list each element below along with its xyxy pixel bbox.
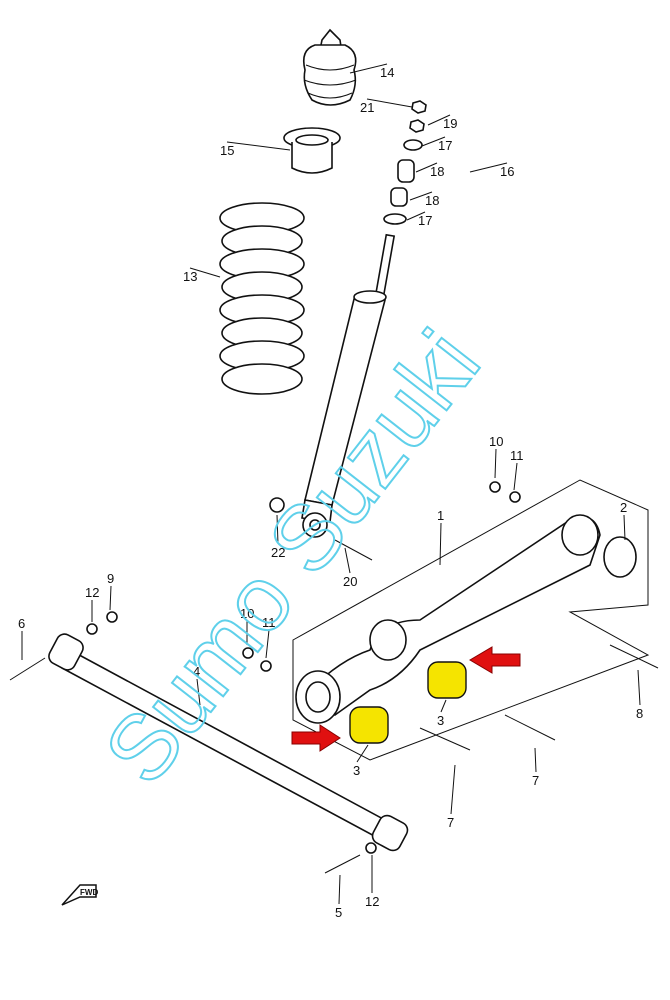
callout-5: 5 [335, 905, 342, 920]
leader-line [189, 267, 221, 278]
callout-15: 15 [220, 143, 234, 158]
callout-18: 18 [425, 193, 439, 208]
callout-11: 11 [510, 448, 524, 463]
leader-line [276, 514, 279, 545]
red-arrow-left [291, 724, 341, 752]
leader-line [196, 678, 201, 706]
callout-17: 17 [438, 138, 452, 153]
lateral-rod [48, 633, 409, 852]
fwd-label: FWD [80, 888, 98, 897]
callout-3: 3 [353, 763, 360, 778]
callout-12: 12 [365, 894, 379, 909]
callout-20: 20 [343, 574, 357, 589]
callout-9: 9 [107, 571, 114, 586]
leader-line [356, 744, 369, 763]
callout-8: 8 [636, 706, 643, 721]
leader-line [450, 764, 456, 815]
leader-line [109, 585, 112, 611]
callout-18: 18 [430, 164, 444, 179]
leader-line [265, 629, 270, 659]
leader-line [409, 191, 433, 201]
leader-line [406, 211, 426, 221]
callout-14: 14 [380, 65, 394, 80]
leader-line [415, 162, 438, 173]
leader-line [366, 98, 413, 108]
leader-line [469, 162, 508, 173]
leader-line [349, 63, 388, 74]
callout-17: 17 [418, 213, 432, 228]
callout-16: 16 [500, 164, 514, 179]
callout-3: 3 [437, 713, 444, 728]
leader-line [427, 114, 451, 126]
leader-line [440, 699, 447, 713]
shock-absorber [301, 233, 396, 538]
bolts [9, 481, 659, 874]
leader-line [226, 141, 291, 151]
red-arrow-right [469, 646, 521, 674]
leader-line [513, 462, 518, 491]
callout-6: 6 [18, 616, 25, 631]
bump-stop [302, 28, 357, 106]
callout-10: 10 [489, 434, 503, 449]
leader-lines [21, 63, 641, 905]
callout-1: 1 [437, 508, 444, 523]
coil-spring [219, 202, 305, 395]
spring-coil [221, 363, 303, 395]
leader-line [494, 448, 497, 479]
bushings [349, 661, 467, 744]
callout-11: 11 [262, 615, 276, 630]
spring-seat [283, 127, 341, 174]
callout-21: 21 [360, 100, 374, 115]
leader-line [344, 547, 351, 574]
callout-10: 10 [240, 606, 254, 621]
leader-line [421, 136, 446, 147]
leader-line [534, 747, 537, 773]
callout-7: 7 [532, 773, 539, 788]
fwd-arrow: FWD [61, 884, 98, 906]
callout-22: 22 [271, 545, 285, 560]
trailing-arm [295, 514, 637, 724]
callout-13: 13 [183, 269, 197, 284]
upper-hardware [383, 100, 427, 225]
leader-line [439, 522, 442, 566]
callout-4: 4 [193, 664, 200, 679]
leader-line [637, 669, 641, 706]
leader-line [623, 514, 626, 541]
callout-2: 2 [620, 500, 627, 515]
callout-7: 7 [447, 815, 454, 830]
callout-12: 12 [85, 585, 99, 600]
leader-line [338, 874, 341, 905]
callout-19: 19 [443, 116, 457, 131]
